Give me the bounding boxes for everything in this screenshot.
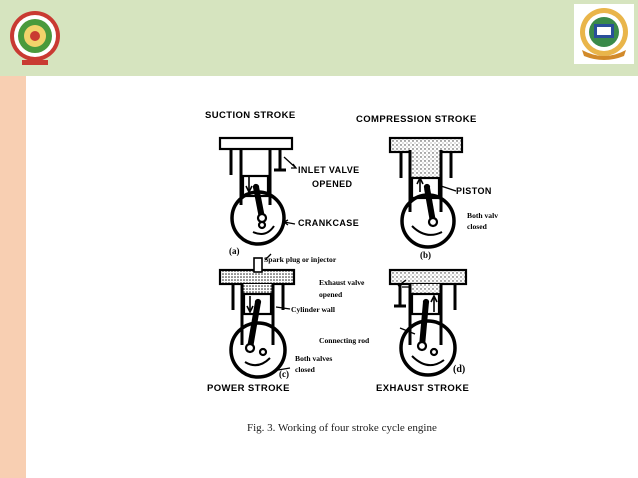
leader-lines [264, 156, 457, 371]
sublabel-b: (b) [420, 250, 431, 260]
heading-exhaust-stroke: EXHAUST STROKE [376, 383, 470, 394]
callout-inlet-valve: INLET VALVE [298, 165, 360, 175]
callout-closed-b: closed [467, 222, 487, 231]
callout-exhaust-valve: Exhaust valve [319, 278, 365, 287]
heading-suction-stroke: SUCTION STROKE [205, 110, 296, 121]
callout-cylinder-wall: Cylinder wall [291, 305, 335, 314]
header-bar [0, 0, 638, 76]
left-accent-strip [0, 76, 26, 478]
engine-compression [388, 136, 464, 249]
callout-connecting-rod: Connecting rod [319, 336, 370, 345]
figure-caption: Fig. 3. Working of four stroke cycle eng… [247, 422, 437, 434]
university-seal-logo-right [574, 4, 634, 64]
callout-inlet-opened: OPENED [312, 179, 353, 189]
callout-crankcase: CRANKCASE [298, 218, 360, 228]
engine-exhaust [388, 268, 468, 377]
callout-spark-plug: Spark plug or injector [264, 255, 337, 264]
sublabel-c: (c) [279, 369, 289, 379]
engine-suction [218, 136, 294, 246]
callout-exhaust-opened: opened [319, 290, 343, 299]
sublabel-a: (a) [229, 246, 240, 256]
heading-power-stroke: POWER STROKE [207, 383, 290, 394]
callout-piston: PISTON [456, 186, 492, 196]
university-seal-logo-left [10, 11, 60, 65]
sublabel-d: (d) [453, 364, 466, 375]
callout-both-valves-c: Both valves [295, 354, 333, 363]
callout-closed-c: closed [295, 365, 315, 374]
engine-power [218, 257, 296, 379]
heading-compression-stroke: COMPRESSION STROKE [356, 114, 477, 125]
callout-both-valves-b: Both valv [467, 211, 499, 220]
